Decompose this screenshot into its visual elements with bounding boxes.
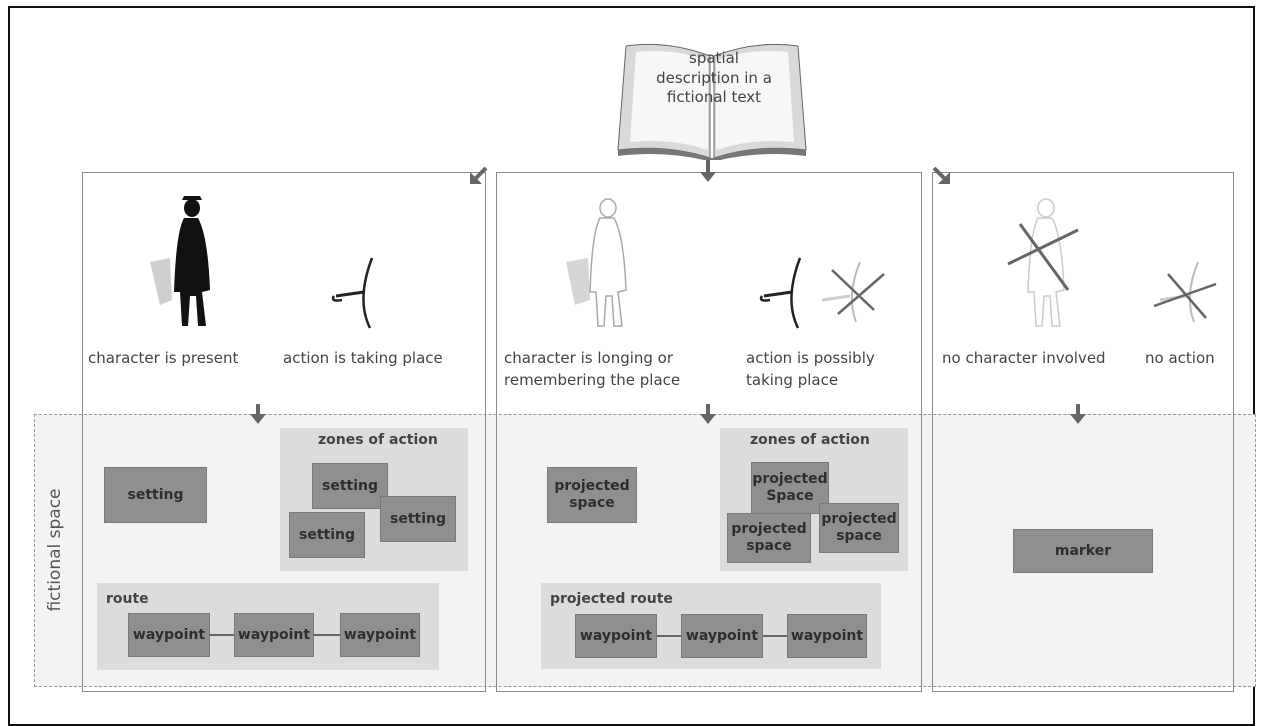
label-no-character: no character involved bbox=[942, 349, 1106, 367]
zones-of-action-title: zones of action bbox=[750, 432, 870, 448]
arrow-down-right-icon bbox=[932, 166, 950, 184]
marker-box: marker bbox=[1013, 529, 1153, 573]
projected-route-title: projected route bbox=[550, 591, 673, 607]
label-character-longing: character is longing or remembering the … bbox=[504, 349, 681, 389]
person-outline-icon bbox=[566, 198, 627, 327]
open-book-icon bbox=[617, 43, 807, 160]
zone-projected-box: projected space bbox=[819, 503, 899, 553]
zone-setting-box: setting bbox=[380, 496, 456, 542]
zone-setting-box: setting bbox=[312, 463, 388, 509]
crossed-out-person-icon bbox=[1007, 198, 1079, 327]
waypoint-box: waypoint bbox=[575, 614, 657, 658]
label-action-taking-place: action is taking place bbox=[283, 349, 443, 367]
route-title: route bbox=[106, 591, 149, 607]
sword-icon bbox=[759, 257, 802, 329]
arrow-down-left-icon bbox=[470, 166, 488, 184]
icon-layer bbox=[150, 160, 1217, 424]
label-no-action: no action bbox=[1145, 349, 1215, 367]
arrow-down-icon bbox=[1070, 404, 1086, 424]
route-connector bbox=[760, 635, 790, 637]
label-character-present: character is present bbox=[88, 349, 239, 367]
column-present bbox=[82, 172, 486, 692]
setting-box: setting bbox=[104, 467, 207, 523]
arrow-down-icon bbox=[250, 404, 266, 424]
route-connector bbox=[312, 634, 342, 636]
waypoint-box: waypoint bbox=[787, 614, 867, 658]
column-no-character bbox=[932, 172, 1234, 692]
waypoint-box: waypoint bbox=[128, 613, 210, 657]
sword-icon bbox=[331, 257, 374, 329]
waypoint-box: waypoint bbox=[681, 614, 763, 658]
route-connector bbox=[654, 635, 684, 637]
crossed-out-sword-icon bbox=[821, 261, 885, 323]
arrow-down-icon bbox=[700, 160, 716, 182]
waypoint-box: waypoint bbox=[340, 613, 420, 657]
projected-space-box: projected space bbox=[547, 467, 637, 523]
book-text: spatial description in a fictional text bbox=[656, 49, 772, 106]
waypoint-box: waypoint bbox=[234, 613, 314, 657]
zone-projected-box: projected space bbox=[727, 513, 811, 563]
route-connector bbox=[208, 634, 236, 636]
person-silhouette-icon bbox=[150, 196, 210, 326]
crossed-out-sword-icon bbox=[1153, 261, 1217, 323]
arrow-down-icon bbox=[700, 404, 716, 424]
zone-setting-box: setting bbox=[289, 512, 365, 558]
label-action-possibly: action is possibly taking place bbox=[746, 349, 875, 389]
zone-projected-box: projected Space bbox=[751, 462, 829, 514]
zones-of-action-title: zones of action bbox=[318, 432, 438, 448]
